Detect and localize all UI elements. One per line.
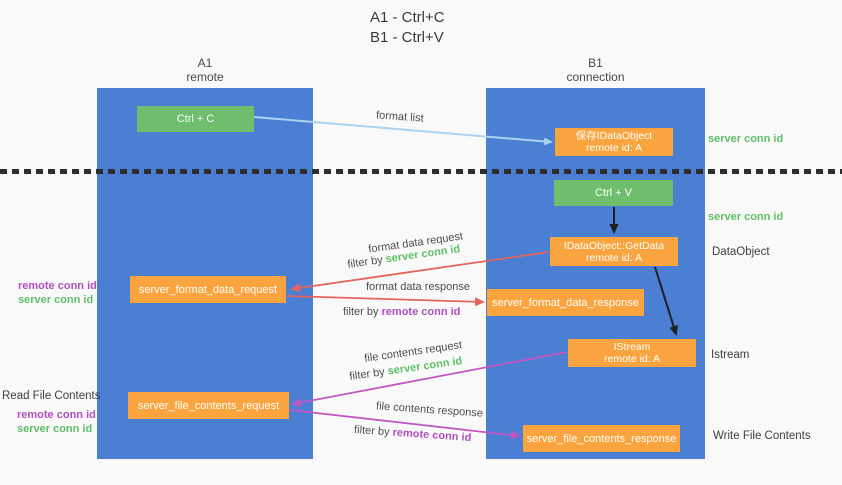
ctrl-v-label: Ctrl + V: [595, 187, 632, 199]
column-header-b1: B1 connection: [486, 56, 705, 84]
istream-line2: remote id: A: [603, 353, 661, 365]
server-conn-id-label-file: server conn id: [17, 423, 93, 435]
server-conn-id-label-top: server conn id: [708, 133, 784, 145]
dashed-divider: [0, 169, 842, 174]
node-idataobject-getdata: IDataObject::GetData remote id: A: [550, 237, 678, 266]
read-file-contents-label: Read File Contents: [2, 390, 101, 402]
format-response-label: server_format_data_response: [492, 296, 639, 309]
remote-conn-id-label-file: remote conn id: [17, 409, 96, 421]
format-data-response-filter-label: filter by remote conn id: [343, 306, 460, 318]
ctrl-c-label: Ctrl + C: [176, 113, 215, 125]
node-server-file-contents-request: server_file_contents_request: [128, 392, 289, 419]
file-response-label: server_file_contents_response: [526, 432, 677, 445]
node-server-format-data-request: server_format_data_request: [130, 276, 286, 303]
save-idataobject-line1: 保存IDataObject: [575, 130, 653, 142]
column-b1-subtitle: connection: [566, 70, 625, 84]
getdata-line2: remote id: A: [585, 251, 643, 264]
filter-by-text: filter by: [343, 306, 379, 318]
filter-by-text: filter by: [346, 254, 384, 271]
node-save-idataobject: 保存IDataObject remote id: A: [555, 128, 673, 156]
format-request-label: server_format_data_request: [138, 283, 278, 296]
remote-conn-id-label-format: remote conn id: [18, 280, 97, 292]
format-data-response-label: format data response: [366, 281, 470, 293]
file-contents-response-label: file contents response: [375, 400, 484, 420]
filter-key-remote-conn-id: remote conn id: [392, 426, 472, 445]
istream-line1: IStream: [613, 341, 651, 353]
column-header-a1: A1 remote: [97, 56, 313, 84]
filter-by-text: filter by: [348, 366, 386, 383]
node-ctrl-c: Ctrl + C: [137, 106, 254, 132]
server-conn-id-label-mid: server conn id: [708, 211, 784, 223]
getdata-line1: IDataObject::GetData: [563, 239, 665, 252]
filter-key-remote-conn-id: remote conn id: [381, 306, 461, 318]
node-ctrl-v: Ctrl + V: [554, 180, 673, 206]
format-list-label: format list: [375, 109, 425, 125]
left-conn-id-group-format: remote conn id server conn id: [18, 279, 97, 307]
file-contents-response-filter-label: filter by remote conn id: [354, 424, 472, 444]
column-b1-name: B1: [588, 56, 603, 70]
diagram-title: A1 - Ctrl+C B1 - Ctrl+V: [370, 8, 445, 48]
dataobject-label: DataObject: [712, 246, 770, 258]
file-request-label: server_file_contents_request: [137, 399, 280, 412]
node-server-file-contents-response: server_file_contents_response: [523, 425, 680, 452]
column-a1-name: A1: [197, 56, 213, 70]
node-istream: IStream remote id: A: [568, 339, 696, 367]
node-server-format-data-response: server_format_data_response: [487, 289, 644, 316]
save-idataobject-line2: remote id: A: [585, 142, 643, 154]
write-file-contents-label: Write File Contents: [713, 430, 811, 442]
title-line-a1: A1 - Ctrl+C: [370, 9, 445, 26]
title-line-b1: B1 - Ctrl+V: [370, 29, 444, 46]
server-conn-id-label-format: server conn id: [18, 294, 94, 306]
filter-by-text: filter by: [353, 423, 390, 439]
column-a1-subtitle: remote: [186, 70, 224, 84]
arrow-format-data-response: [286, 295, 485, 307]
istream-side-label: Istream: [711, 349, 750, 361]
left-conn-id-group-file: remote conn id server conn id: [17, 408, 96, 436]
